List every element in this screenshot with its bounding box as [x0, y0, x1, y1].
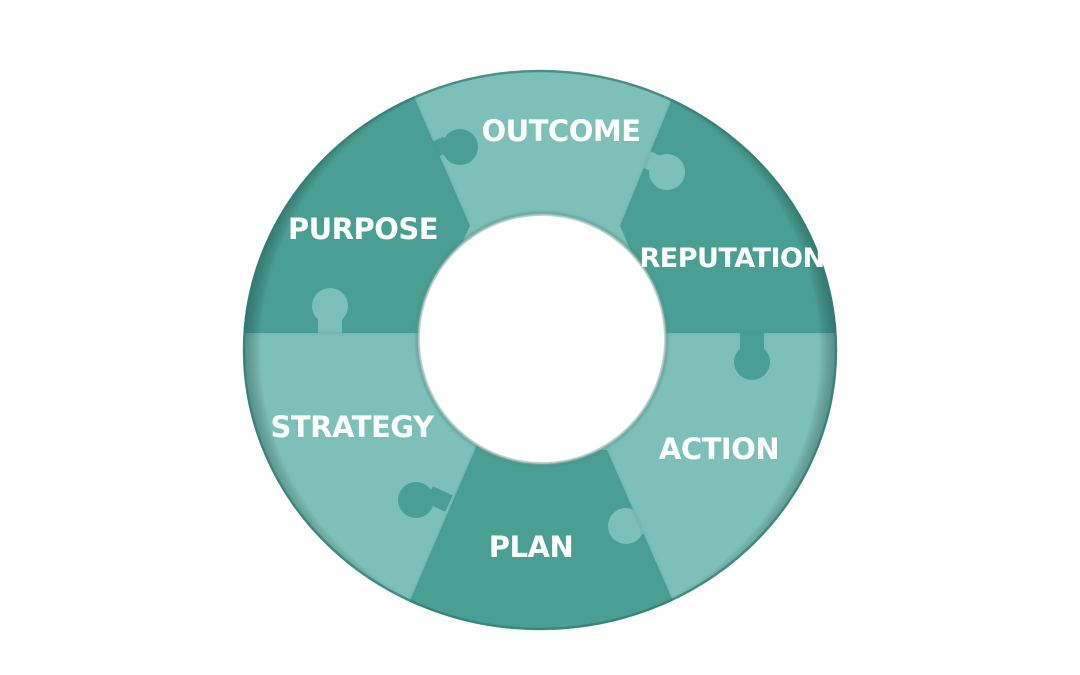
label-purpose: PURPOSE: [288, 212, 438, 246]
label-strategy: STRATEGY: [271, 410, 435, 444]
label-plan: PLAN: [489, 530, 573, 564]
label-reputation: REPUTATION: [639, 243, 824, 274]
label-outcome: OUTCOME: [481, 114, 640, 148]
ring-outer-edge: [242, 69, 838, 631]
label-action: ACTION: [659, 432, 779, 466]
